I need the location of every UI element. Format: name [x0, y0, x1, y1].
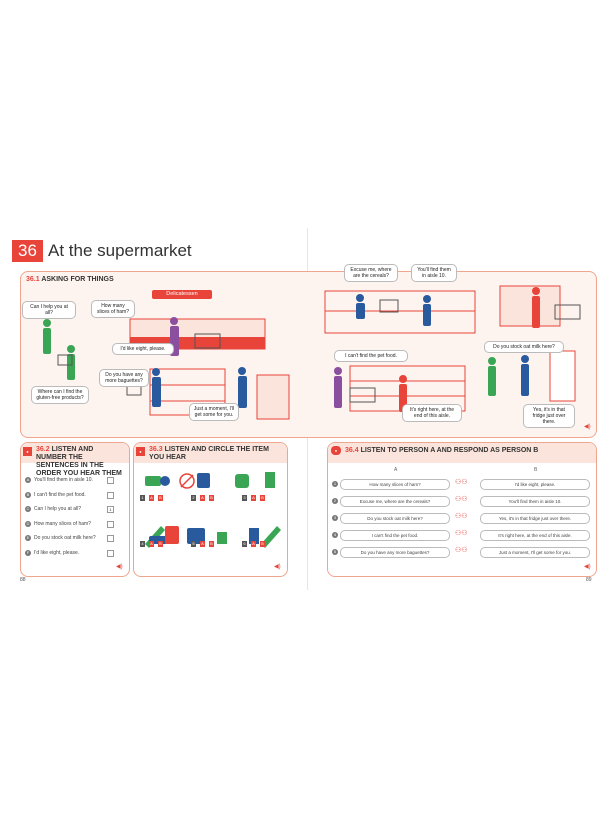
answer-box[interactable]: 1 [107, 506, 114, 513]
column-a-header: A [394, 467, 398, 473]
section-title: ASKING FOR THINGS [41, 276, 114, 283]
unit-number: 36 [12, 240, 43, 262]
item-number: 2 [191, 495, 196, 501]
item-letter: B [25, 491, 31, 498]
bubble-cereals: Excuse me, where are the cereals? [344, 264, 398, 282]
answer-box[interactable] [107, 535, 114, 542]
two-people-icon: ⚇⚇ [455, 547, 468, 554]
speaker-icon[interactable]: ◀) [274, 564, 281, 570]
section-code: 36.3 [149, 446, 163, 453]
option-letter[interactable]: B [260, 541, 265, 547]
speech-icon: ● [331, 446, 341, 455]
section-code: 36.1 [26, 276, 40, 283]
bubble-aisle10: You'll find them in aisle 10. [411, 264, 457, 282]
page-number-left: 88 [20, 577, 26, 583]
section-code: 36.2 [36, 446, 50, 453]
two-people-icon: ⚇⚇ [455, 496, 468, 503]
section-36-4-header: 36.4 LISTEN TO PERSON A AND RESPOND AS P… [345, 447, 585, 455]
item-sentence: Do you stock oat milk here? [34, 535, 96, 541]
item-sentence: I'd like eight, please. [34, 549, 80, 556]
bubble-gluten: Where can I find the gluten-free product… [31, 386, 89, 404]
item-letter: D [25, 520, 31, 527]
person-a-line: Do you stock oat milk here? [340, 513, 450, 524]
row-number: 3 [332, 514, 338, 521]
option-letter[interactable]: A [251, 541, 256, 547]
item-sentence: How many slices of ham? [34, 520, 91, 527]
two-people-icon: ⚇⚇ [455, 513, 468, 520]
ear-icon: ● [136, 447, 145, 456]
row-number: 5 [332, 548, 338, 555]
bubble-slices: How many slices of ham? [91, 300, 135, 318]
section-title: LISTEN AND CIRCLE THE ITEM YOU HEAR [149, 446, 269, 461]
bubble-petfood: I can't find the pet food. [334, 350, 408, 362]
item-sentence: Can I help you at all? [34, 506, 81, 512]
row-number: 1 [332, 480, 338, 487]
person-b-line: Just a moment, I'll get some for you. [480, 547, 590, 558]
person-b-line: Yes, it's in that fridge just over there… [480, 513, 590, 524]
deli-sign: Delicatessen [152, 290, 212, 299]
row-number: 4 [332, 531, 338, 538]
row-number: 2 [332, 497, 338, 504]
item-sentence: I can't find the pet food. [34, 491, 86, 498]
option-letter[interactable]: A [149, 541, 154, 547]
option-letter[interactable]: A [251, 495, 256, 501]
two-people-icon: ⚇⚇ [455, 479, 468, 486]
person-a-line: I can't find the pet food. [340, 530, 450, 541]
bubble-milk: Do you stock oat milk here? [484, 341, 564, 353]
option-letter[interactable]: B [158, 495, 163, 501]
section-header-bar [134, 443, 287, 463]
bubble-endaisle: It's right here, at the end of this aisl… [402, 404, 462, 422]
option-letter[interactable]: A [149, 495, 154, 501]
section-title: LISTEN TO PERSON A AND RESPOND AS PERSON… [360, 447, 539, 454]
section-title: LISTEN AND NUMBER THE SENTENCES IN THE O… [36, 446, 122, 477]
item-letter: A [25, 477, 31, 483]
bubble-baguettes: Do you have any more baguettes? [99, 369, 149, 387]
item-letter: F [25, 549, 31, 556]
answer-box[interactable] [107, 491, 114, 499]
bubble-moment: Just a moment, I'll get some for you. [189, 403, 239, 421]
answer-box[interactable] [107, 549, 114, 557]
item-letter: C [25, 506, 31, 512]
answer-box[interactable] [107, 520, 114, 528]
item-number: 4 [140, 541, 145, 547]
item-number: 5 [191, 541, 196, 547]
item-number: 6 [242, 541, 247, 547]
item-number: 3 [242, 495, 247, 501]
option-letter[interactable]: B [260, 495, 265, 501]
section-36-3-box [133, 442, 288, 577]
page-number-right: 89 [586, 577, 592, 583]
bubble-fridge: Yes, it's in that fridge just over there… [523, 404, 575, 428]
section-36-2-header: 36.2 LISTEN AND NUMBER THE SENTENCES IN … [36, 446, 124, 478]
item-number: 1 [140, 495, 145, 501]
speaker-icon[interactable]: ◀) [584, 424, 591, 430]
bubble-eight: I'd like eight, please. [112, 343, 174, 355]
unit-title: At the supermarket [48, 241, 192, 260]
person-a-line: Excuse me, where are the cereals? [340, 496, 450, 507]
section-header-bar [21, 443, 129, 463]
option-letter[interactable]: B [158, 541, 163, 547]
speaker-icon[interactable]: ◀) [584, 564, 591, 570]
person-a-line: How many slices of ham? [340, 479, 450, 490]
person-b-line: You'll find them in aisle 10. [480, 496, 590, 507]
column-b-header: B [534, 467, 538, 473]
section-header-bar [328, 443, 596, 463]
section-code: 36.4 [345, 447, 359, 454]
option-letter[interactable]: A [200, 541, 205, 547]
supermarket-illustration [43, 285, 581, 420]
ear-icon: ● [23, 447, 32, 456]
bubble-help: Can I help you at all? [22, 301, 76, 319]
speaker-icon[interactable]: ◀) [116, 564, 123, 570]
answer-box[interactable] [107, 477, 114, 484]
item-letter: E [25, 535, 31, 541]
person-b-line: It's right here, at the end of this aisl… [480, 530, 590, 541]
two-people-icon: ⚇⚇ [455, 530, 468, 537]
section-36-3-header: 36.3 LISTEN AND CIRCLE THE ITEM YOU HEAR [149, 446, 279, 462]
option-letter[interactable]: A [200, 495, 205, 501]
option-letter[interactable]: B [209, 541, 214, 547]
option-letter[interactable]: B [209, 495, 214, 501]
person-a-line: Do you have any more baguettes? [340, 547, 450, 558]
section-36-1-header: 36.1 ASKING FOR THINGS [26, 276, 114, 284]
item-sentence: You'll find them in aisle 10. [34, 477, 93, 483]
person-b-line: I'd like eight, please. [480, 479, 590, 490]
